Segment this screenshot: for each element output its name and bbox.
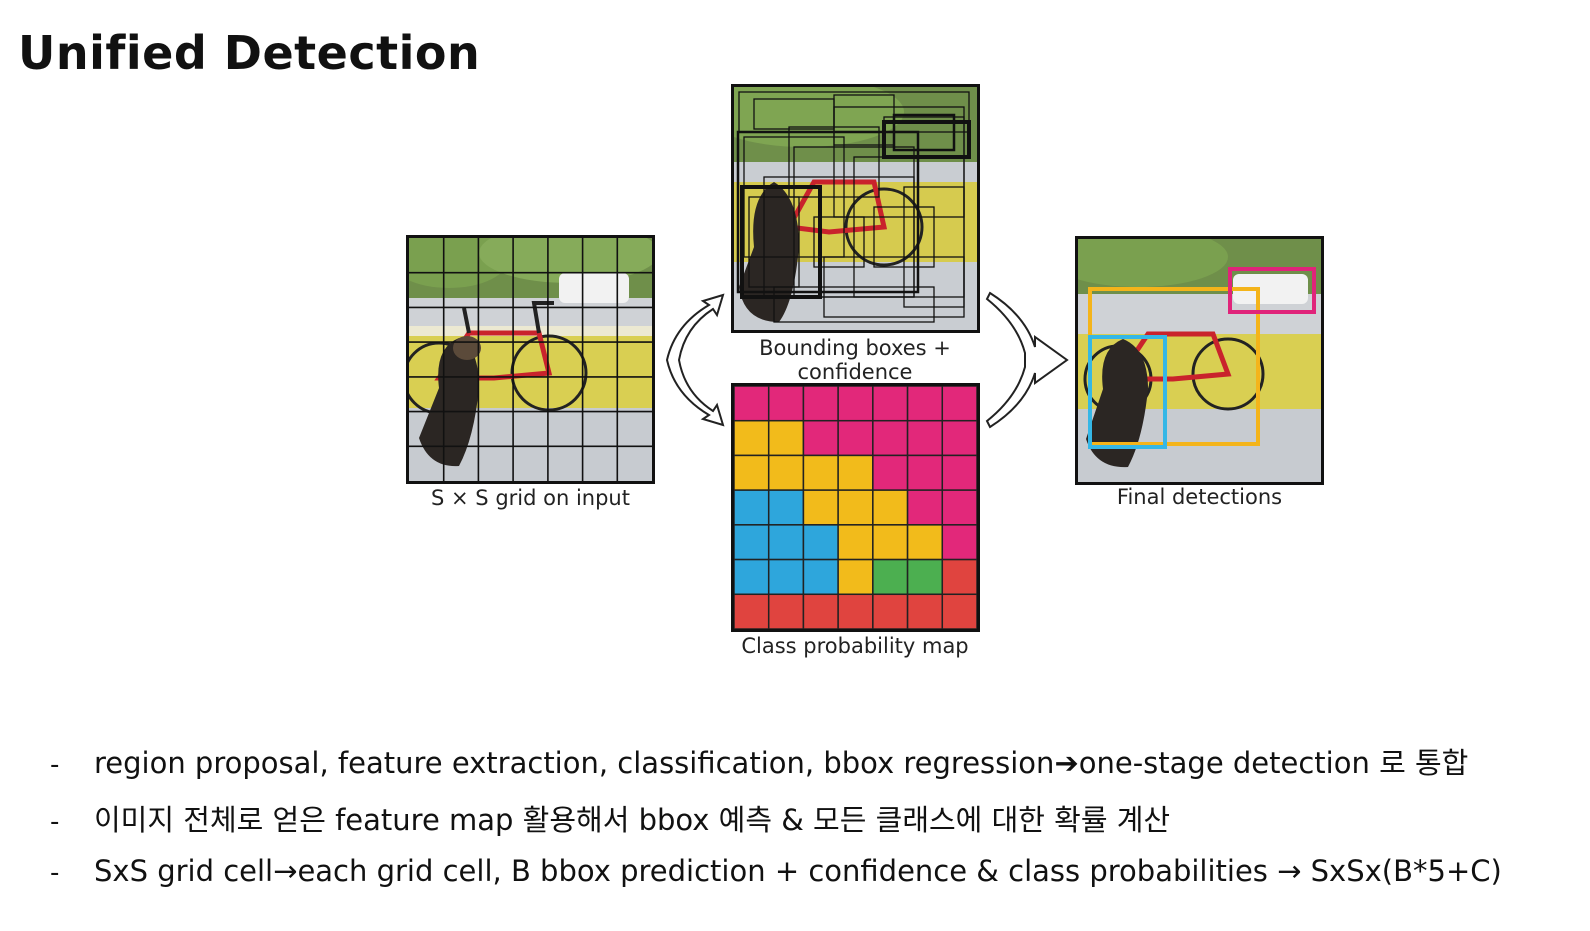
bullet-text-after: each grid cell, B bbox prediction + conf… — [297, 854, 1502, 888]
class-cell-yellow — [802, 489, 839, 526]
class-cell-blue — [734, 558, 770, 596]
class-cell-pink — [767, 386, 805, 422]
bullet-text-before: SxS grid cell — [94, 854, 274, 888]
arrow-icon: → — [273, 854, 298, 888]
class-cell-pink — [872, 419, 909, 457]
class-cell-red — [941, 558, 977, 596]
class-cell-red — [906, 593, 944, 629]
bullet-dash: - — [50, 807, 60, 837]
bullet-dash: - — [50, 750, 60, 780]
class-cell-yellow — [734, 454, 770, 491]
class-cell-yellow — [802, 454, 839, 491]
class-cell-yellow — [906, 524, 944, 561]
class-cell-yellow — [837, 558, 874, 596]
bold-arrow-icon: ➔ — [1054, 746, 1079, 780]
class-cell-pink — [734, 386, 770, 422]
class-cell-red — [941, 593, 977, 629]
class-cell-red — [734, 593, 770, 629]
class-cell-yellow — [767, 419, 805, 457]
class-probability-map — [731, 383, 980, 632]
class-cell-blue — [767, 489, 805, 526]
class-cell-pink — [906, 489, 944, 526]
class-cell-yellow — [872, 489, 909, 526]
class-cell-blue — [767, 524, 805, 561]
class-cell-pink — [872, 386, 909, 422]
bounding-boxes-image — [731, 84, 980, 333]
class-cell-blue — [767, 558, 805, 596]
bullet-item: - SxS grid cell → each grid cell, B bbox… — [50, 854, 1570, 911]
slide-title: Unified Detection — [18, 26, 481, 80]
class-cell-yellow — [767, 454, 805, 491]
class-cell-yellow — [837, 489, 874, 526]
bullet-item: - region proposal, feature extraction, c… — [50, 740, 1570, 797]
bullet-text-before: 이미지 전체로 얻은 feature map 활용해서 bbox 예측 & 모든… — [94, 803, 1171, 837]
merge-arrow-icon — [985, 291, 1069, 429]
class-cell-yellow — [837, 524, 874, 561]
class-cell-pink — [941, 386, 977, 422]
class-cell-pink — [941, 454, 977, 491]
class-cell-pink — [941, 419, 977, 457]
class-cell-green — [872, 558, 909, 596]
class-caption: Class probability map — [741, 634, 969, 658]
class-cell-pink — [906, 454, 944, 491]
bullet-dash: - — [50, 858, 60, 888]
input-photo-illustration — [409, 238, 652, 481]
class-cell-yellow — [734, 419, 770, 457]
class-cell-pink — [906, 419, 944, 457]
class-cell-pink — [837, 386, 874, 422]
final-detections-image — [1075, 236, 1324, 485]
class-cell-red — [802, 593, 839, 629]
split-arrow-icon — [665, 293, 725, 427]
class-cell-pink — [906, 386, 944, 422]
final-photo-illustration — [1078, 239, 1321, 482]
bullet-text-before: region proposal, feature extraction, cla… — [94, 746, 1055, 780]
class-cell-yellow — [837, 454, 874, 491]
bullet-list: - region proposal, feature extraction, c… — [50, 740, 1570, 911]
class-grid-svg — [734, 386, 977, 629]
class-cell-blue — [734, 524, 770, 561]
class-cell-pink — [802, 386, 839, 422]
class-cell-red — [872, 593, 909, 629]
class-cell-blue — [802, 524, 839, 561]
bullet-text-after: one-stage detection 로 통합 — [1078, 746, 1469, 780]
final-caption: Final detections — [1116, 485, 1283, 509]
input-caption: S × S grid on input — [431, 486, 630, 510]
class-cell-pink — [941, 524, 977, 561]
class-cell-green — [906, 558, 944, 596]
class-cell-pink — [802, 419, 839, 457]
bullet-item: - 이미지 전체로 얻은 feature map 활용해서 bbox 예측 & … — [50, 797, 1570, 854]
class-cell-pink — [941, 489, 977, 526]
class-cell-pink — [837, 419, 874, 457]
class-cell-red — [767, 593, 805, 629]
class-cell-pink — [872, 454, 909, 491]
class-cell-blue — [734, 489, 770, 526]
class-cell-yellow — [872, 524, 909, 561]
class-cell-blue — [802, 558, 839, 596]
class-cell-red — [837, 593, 874, 629]
input-grid-image — [406, 235, 655, 484]
bbox-caption: Bounding boxes + confidence — [759, 336, 951, 384]
bbox-photo-illustration — [734, 87, 977, 330]
